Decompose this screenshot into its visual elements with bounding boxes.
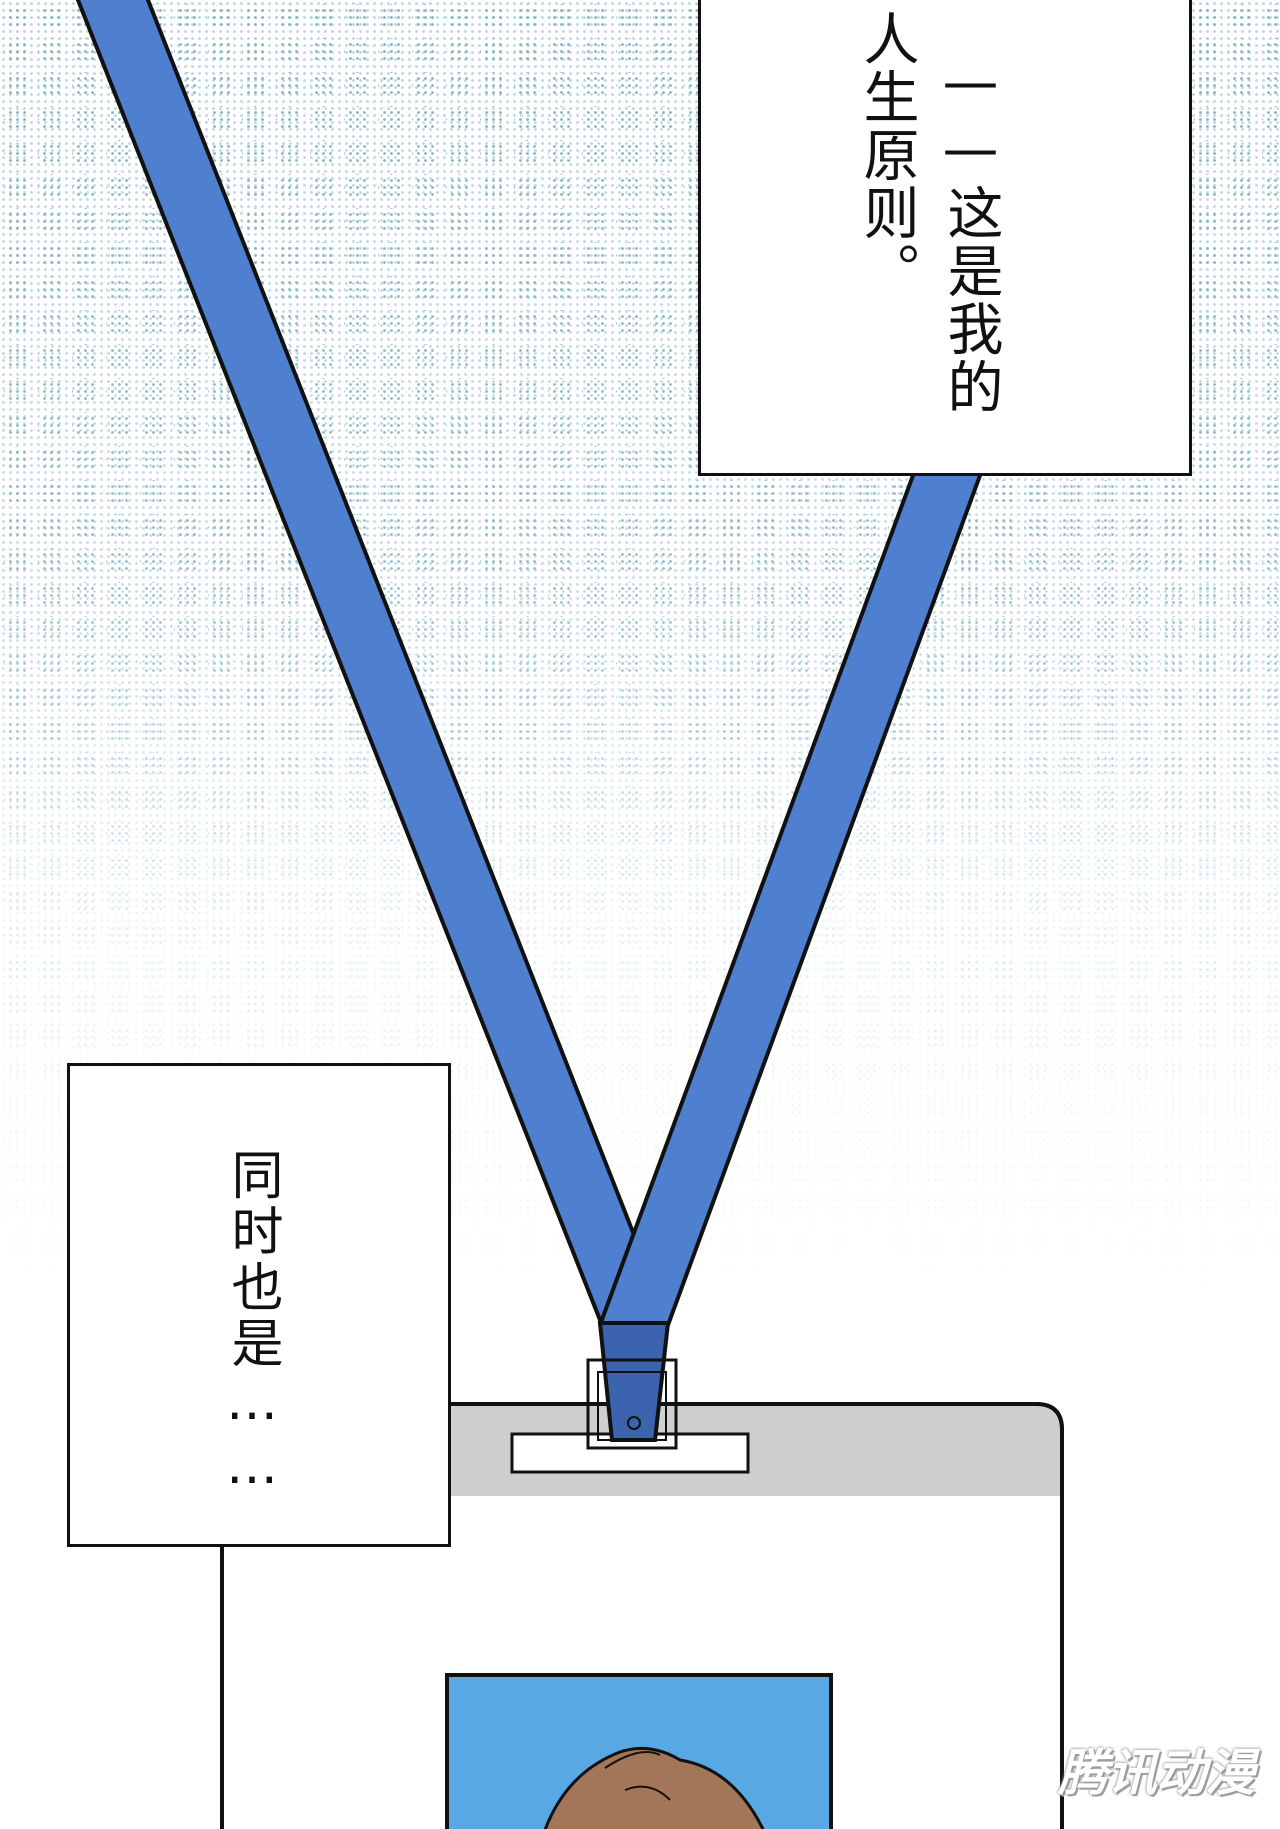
caption-box-bottom <box>67 1063 451 1547</box>
caption-top-line2: 人生原则。 <box>854 10 919 300</box>
caption-box-top <box>698 0 1192 476</box>
lanyard-clip <box>586 1321 678 1450</box>
caption-top-line1: ——这是我的 <box>938 50 1003 416</box>
watermark-logo: 腾讯动漫 <box>1058 1744 1255 1802</box>
caption-bottom-text: 同时也是…… <box>222 1148 282 1500</box>
